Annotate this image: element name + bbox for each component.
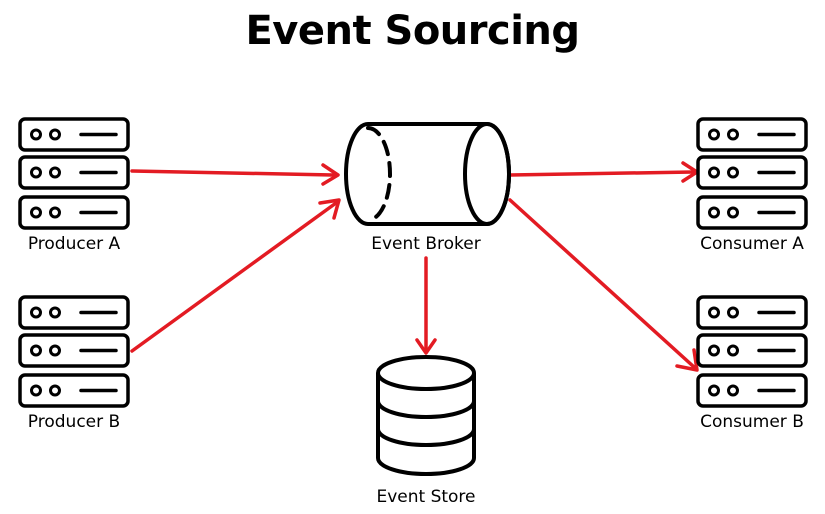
consumer-b-server-icon (698, 297, 806, 406)
page-title: Event Sourcing (245, 8, 580, 54)
arrow-producer-b-to-broker (130, 198, 341, 353)
producer-a-label: Producer A (28, 234, 121, 254)
consumer-a-server-icon (698, 119, 806, 228)
producer-a-server-icon (20, 119, 128, 228)
producer-b-server-icon (20, 297, 128, 406)
arrow-producer-a-to-broker (130, 163, 340, 186)
producer-b-label: Producer B (28, 412, 120, 432)
arrow-broker-to-store (415, 256, 437, 355)
event-broker-label: Event Broker (371, 234, 480, 254)
arrow-broker-to-consumer-a (508, 161, 699, 183)
consumer-b-label: Consumer B (700, 412, 804, 432)
consumer-a-label: Consumer A (700, 234, 804, 254)
arrow-broker-to-consumer-b (508, 198, 699, 372)
event-broker-queue-icon (344, 122, 511, 226)
event-store-label: Event Store (376, 487, 475, 507)
event-store-database-icon (376, 355, 476, 476)
